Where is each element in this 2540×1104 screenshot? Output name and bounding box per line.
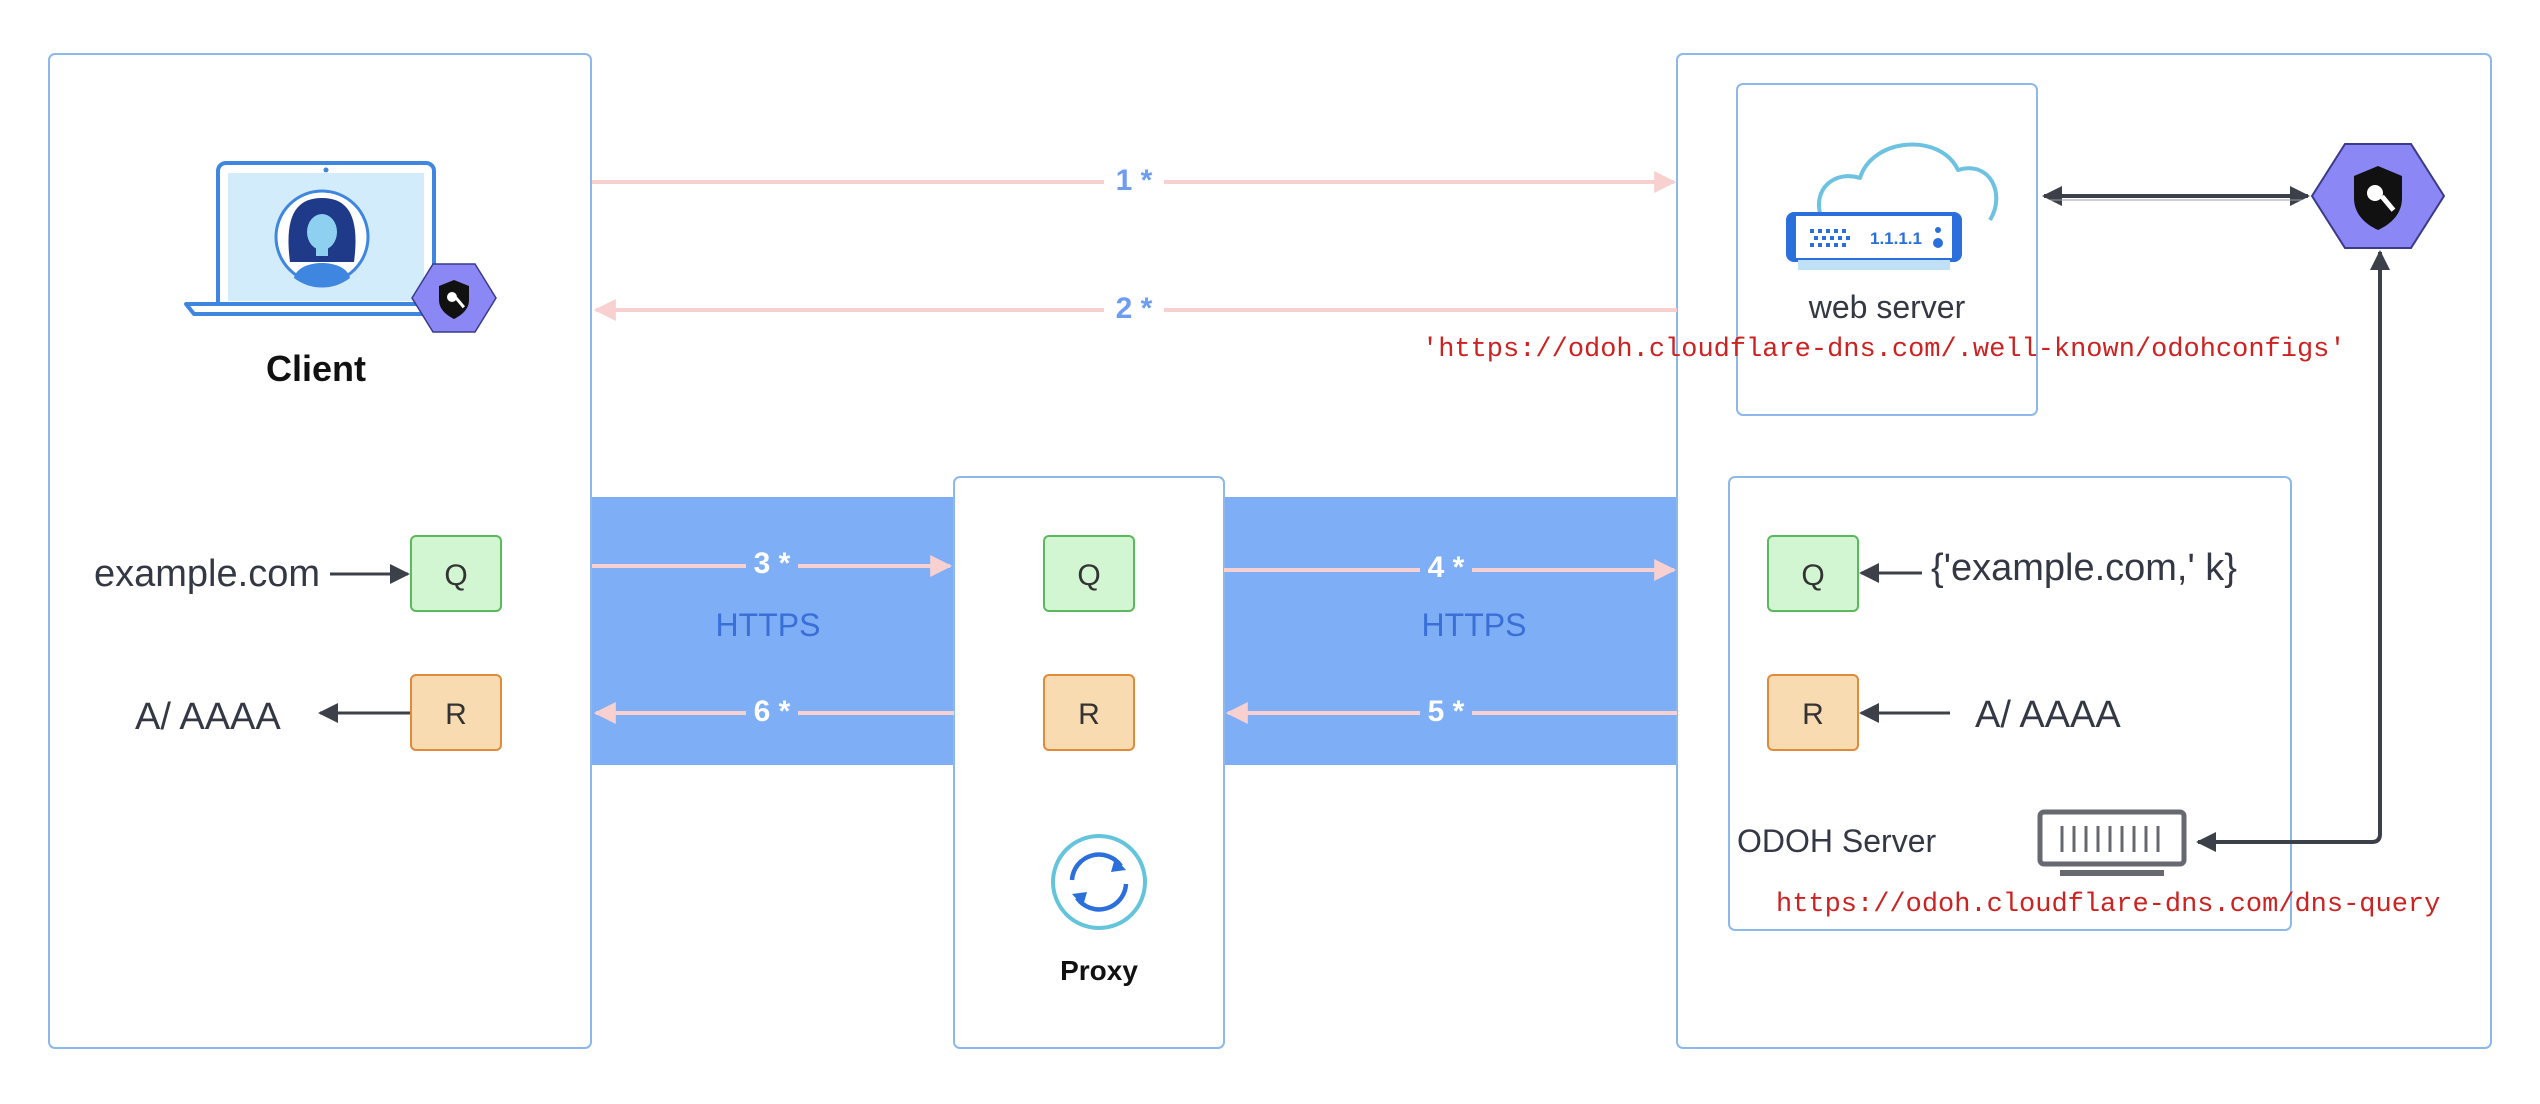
arrow-4-label: 4 * xyxy=(1428,551,1465,584)
shield-key-icon xyxy=(411,263,497,333)
https-label-right: HTTPS xyxy=(1422,607,1527,643)
proxy-r-letter: R xyxy=(1078,698,1100,731)
proxy-title: Proxy xyxy=(1060,955,1138,986)
dns-server-icon xyxy=(2037,809,2187,876)
client-q-box xyxy=(410,535,502,612)
user-avatar-icon xyxy=(274,189,370,288)
client-title: Client xyxy=(266,348,366,389)
client-query-text: example.com xyxy=(94,553,320,595)
server-device-label: 1.1.1.1 xyxy=(1870,229,1922,248)
dns-query-url: https://odoh.cloudflare-dns.com/dns-quer… xyxy=(1776,890,2440,920)
odoh-r-letter: R xyxy=(1802,698,1824,731)
proxy-q-box xyxy=(1043,535,1135,612)
arrow-5-label: 5 * xyxy=(1428,695,1465,728)
proxy-q-letter: Q xyxy=(1077,559,1100,592)
https-label-left: HTTPS xyxy=(716,607,821,643)
client-r-letter: R xyxy=(445,698,467,731)
configs-url: 'https://odoh.cloudflare-dns.com/.well-k… xyxy=(1422,335,2346,365)
odoh-server-label: ODOH Server xyxy=(1737,823,1936,859)
shield-key-icon xyxy=(2310,143,2446,249)
web-server-label: web server xyxy=(1808,289,1966,325)
odoh-r-box xyxy=(1767,674,1859,751)
client-q-letter: Q xyxy=(444,559,467,592)
client-container xyxy=(48,53,592,1049)
odoh-q-box xyxy=(1767,535,1859,612)
odoh-q-letter: Q xyxy=(1801,559,1824,592)
client-r-box xyxy=(410,674,502,751)
arrow-6-label: 6 * xyxy=(754,695,791,728)
client-response-text: A/ AAAA xyxy=(135,696,281,738)
dns-to-key-arrow xyxy=(2196,250,2390,852)
proxy-r-box xyxy=(1043,674,1135,751)
odoh-response-text: A/ AAAA xyxy=(1975,694,2121,736)
arrow-1-label: 1 * xyxy=(1116,164,1153,197)
arrow-2-label: 2 * xyxy=(1116,292,1153,325)
server-rack-icon: 1.1.1.1 xyxy=(1786,212,1962,270)
arrow-3-label: 3 * xyxy=(754,547,791,580)
odoh-query-text: {'example.com,' k} xyxy=(1931,547,2237,589)
proxy-container xyxy=(953,476,1225,1049)
cloud-icon xyxy=(1817,142,1999,222)
web-server-container xyxy=(1736,83,2038,416)
sync-icon xyxy=(1051,834,1147,930)
